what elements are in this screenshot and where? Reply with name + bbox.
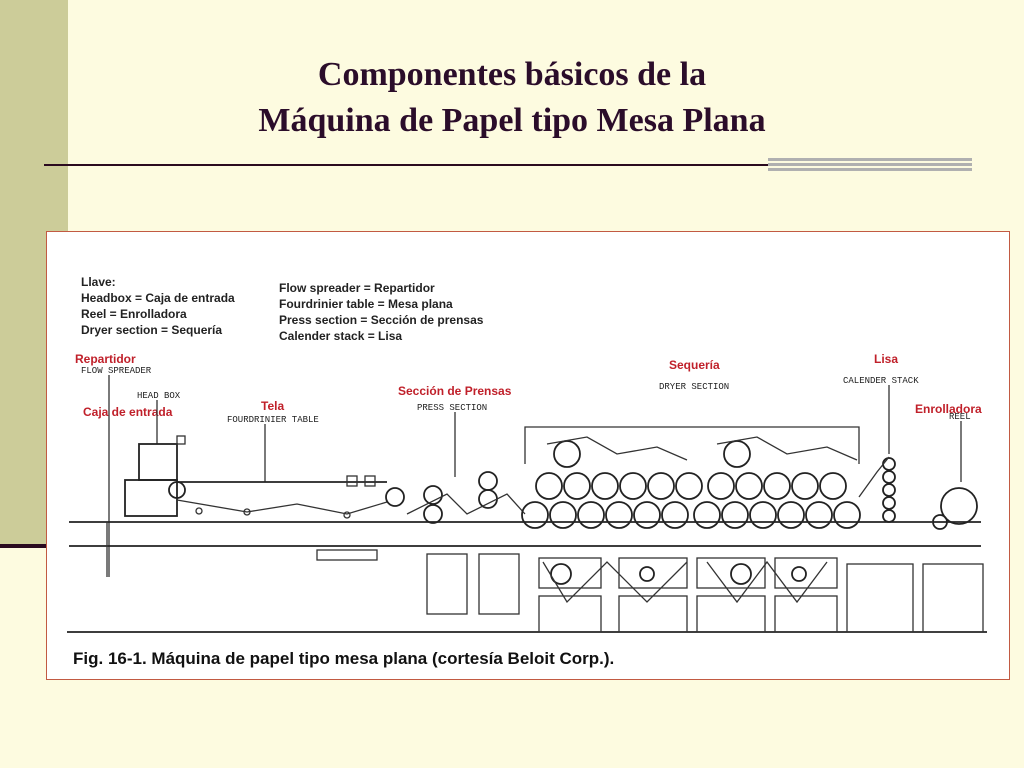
machine-figure: Llave: Headbox = Caja de entrada Reel = …	[46, 231, 1010, 680]
label-enrolladora: Enrolladora	[915, 402, 982, 416]
label-press-section: PRESS SECTION	[417, 403, 487, 413]
headbox	[124, 435, 186, 517]
leader-lines	[108, 375, 962, 577]
label-reel: REEL	[949, 412, 971, 422]
machine-structure	[67, 521, 987, 633]
label-sequeria: Sequería	[669, 358, 720, 372]
fourdrinier-table	[176, 475, 405, 519]
label-fourdrinier-table: FOURDRINIER TABLE	[227, 415, 319, 425]
title-rule-accent	[768, 158, 972, 178]
key-left-1: Headbox = Caja de entrada	[81, 291, 235, 305]
key-left-3: Dryer section = Sequería	[81, 323, 222, 337]
slide-title: Componentes básicos de la Máquina de Pap…	[0, 52, 1024, 144]
title-line-2: Máquina de Papel tipo Mesa Plana	[258, 102, 766, 139]
key-right-1: Flow spreader = Repartidor	[279, 281, 435, 295]
label-flow-spreader: FLOW SPREADER	[81, 366, 152, 376]
key-right-3: Press section = Sección de prensas	[279, 313, 484, 327]
title-rule	[44, 164, 972, 166]
press-section	[406, 471, 526, 524]
key-left-2: Reel = Enrolladora	[81, 307, 187, 321]
reel	[897, 487, 978, 530]
key-right-2: Fourdrinier table = Mesa plana	[279, 297, 453, 311]
key-right-4: Calender stack = Lisa	[279, 329, 402, 343]
key-heading: Llave:	[81, 275, 116, 289]
label-tela: Tela	[261, 399, 284, 413]
label-repartidor: Repartidor	[75, 352, 136, 366]
label-dryer-section: DRYER SECTION	[659, 382, 729, 392]
machine-diagram: Llave: Headbox = Caja de entrada Reel = …	[67, 275, 987, 668]
side-accent-bar-foot	[0, 544, 46, 548]
label-head-box: HEAD BOX	[137, 391, 181, 401]
title-line-1: Componentes básicos de la	[317, 56, 707, 93]
label-seccion-prensas: Sección de Prensas	[398, 384, 512, 398]
label-calender-stack: CALENDER STACK	[843, 376, 919, 386]
figure-caption: Fig. 16-1. Máquina de papel tipo mesa pl…	[73, 649, 614, 668]
calender-stack	[858, 456, 896, 523]
label-caja-entrada: Caja de entrada	[83, 405, 173, 419]
label-lisa: Lisa	[874, 352, 898, 366]
dryer-section	[521, 436, 861, 604]
